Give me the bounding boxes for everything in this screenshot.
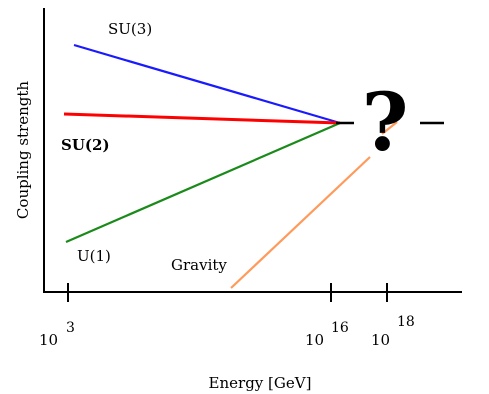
series-label-gravity: Gravity [171,256,227,274]
x-tick-label-1e18-exp: 18 [397,314,415,330]
x-tick-label-1e18-base: 10 [371,331,390,349]
x-tick-label-1e3-base: 10 [39,331,58,349]
series-line-su3 [73,43,341,125]
x-axis-title: Energy [GeV] [209,374,312,392]
series-label-su2: SU(2) [61,136,110,154]
x-tick-label-1e16-base: 10 [305,331,324,349]
series-line-u1 [65,121,341,244]
series-label-su3: SU(3) [108,20,152,38]
x-tick-label-1e3-exp: 3 [66,320,75,336]
series-line-su2 [63,112,341,125]
y-axis-title: Coupling strength [14,81,32,219]
question-mark-annotation: ? [362,75,409,169]
series-label-u1: U(1) [77,247,111,265]
series-line-gravity [230,156,371,289]
x-tick-label-1e16-exp: 16 [331,320,349,336]
series-line-gravity-upper [381,121,398,135]
